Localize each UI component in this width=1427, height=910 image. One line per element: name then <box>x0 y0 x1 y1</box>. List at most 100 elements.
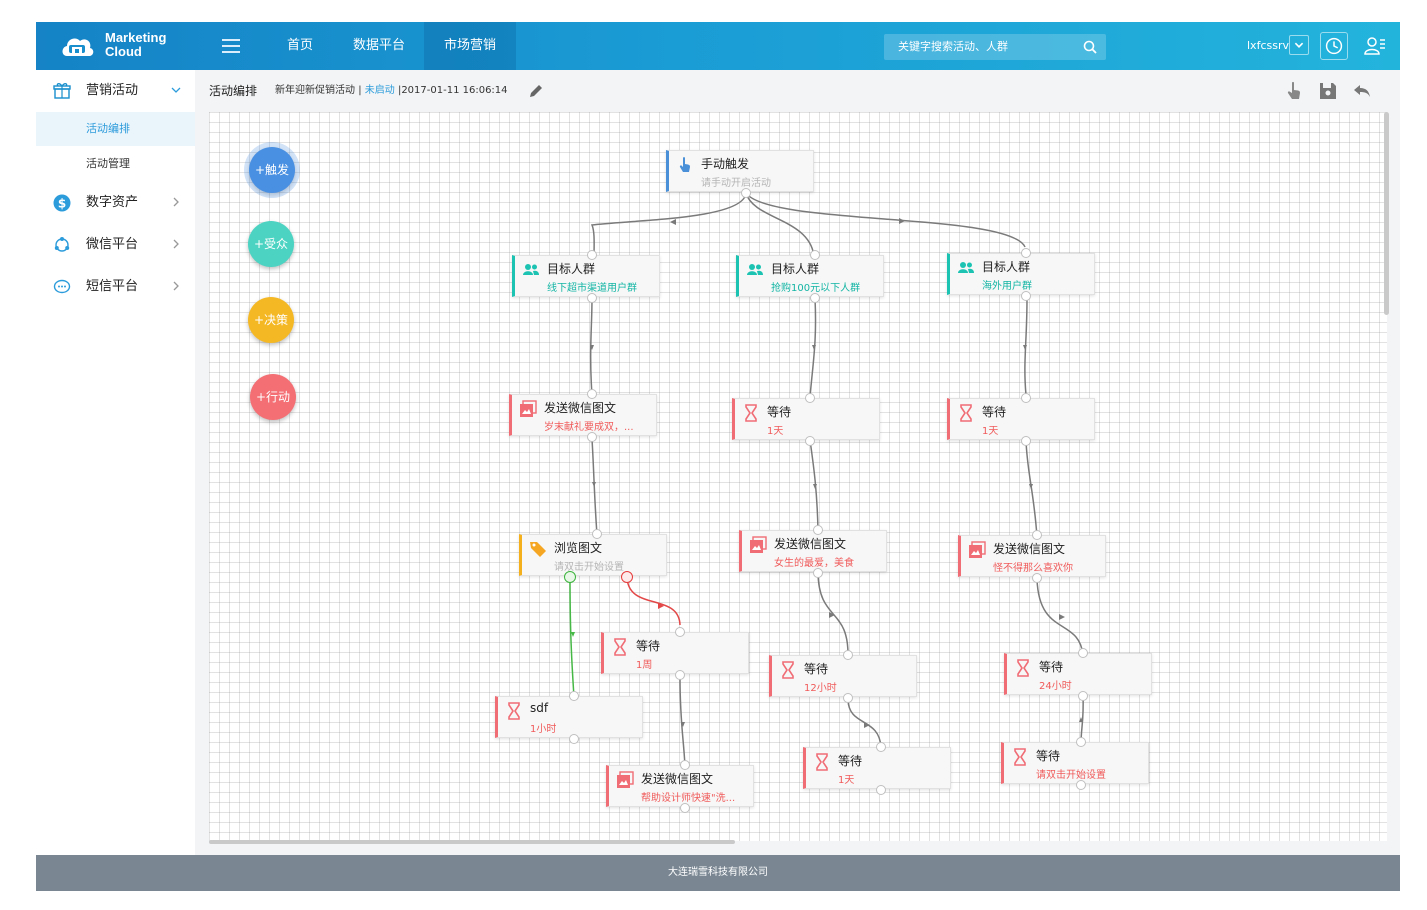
node-output-port[interactable] <box>1021 291 1031 301</box>
node-output-port[interactable] <box>813 568 823 578</box>
undo-arrow-icon[interactable] <box>1351 80 1373 102</box>
node-title: 等待 <box>804 662 829 676</box>
node-output-port[interactable] <box>675 670 685 680</box>
pencil-icon[interactable] <box>527 82 545 100</box>
separator: | <box>397 85 402 96</box>
node-subtitle: 海外用户群 <box>982 281 1032 292</box>
node-input-port[interactable] <box>592 529 602 539</box>
node-input-port[interactable] <box>587 389 597 399</box>
node-output-port[interactable] <box>1021 436 1031 446</box>
chevron-down-icon[interactable] <box>1289 35 1309 55</box>
search-icon[interactable] <box>1082 39 1098 55</box>
node-input-port[interactable] <box>680 760 690 770</box>
node-output-port[interactable] <box>680 803 690 813</box>
sidebar-item-activity-management[interactable]: 活动管理 <box>86 157 130 170</box>
sidebar-group-digital-assets[interactable]: $ 数字资产 <box>36 182 195 222</box>
node-output-port[interactable] <box>1032 573 1042 583</box>
flow-node-audience-1[interactable]: 目标人群 线下超市渠道用户群 <box>512 255 660 297</box>
node-input-port[interactable] <box>810 250 820 260</box>
flow-node-send-wechat-4[interactable]: 发送微信图文 帮助设计师快速"洗... <box>606 765 754 807</box>
node-input-port[interactable] <box>569 691 579 701</box>
node-output-port[interactable] <box>741 188 751 198</box>
hamburger-menu-icon[interactable] <box>220 36 244 56</box>
node-subtitle: 帮助设计师快速"洗... <box>641 793 736 804</box>
node-output-port[interactable] <box>805 436 815 446</box>
node-input-port[interactable] <box>675 627 685 637</box>
node-output-port[interactable] <box>1076 780 1086 790</box>
sidebar-group-marketing[interactable]: 营销活动 <box>36 70 195 110</box>
add-trigger-button[interactable]: +触发 <box>249 147 295 193</box>
chevron-right-icon <box>173 239 179 249</box>
username[interactable]: lxfcssrv <box>1247 39 1289 52</box>
nav-marketing[interactable]: 市场营销 <box>424 22 516 70</box>
logo[interactable]: Marketing Cloud <box>56 28 196 64</box>
flow-node-wait-6[interactable]: 等待 1天 <box>803 747 951 789</box>
node-input-port[interactable] <box>1032 530 1042 540</box>
node-input-port[interactable] <box>876 742 886 752</box>
node-input-port[interactable] <box>813 525 823 535</box>
flow-node-send-wechat-3[interactable]: 发送微信图文 怪不得那么喜欢你 <box>958 535 1106 577</box>
separator: | <box>358 85 362 96</box>
node-output-port[interactable] <box>810 293 820 303</box>
node-output-port[interactable] <box>1078 691 1088 701</box>
activity-name: 新年迎新促销活动 <box>275 85 355 96</box>
node-subtitle: 女生的最爱，美食 <box>774 558 854 569</box>
node-input-port[interactable] <box>587 250 597 260</box>
hourglass-icon <box>614 638 626 656</box>
flow-node-send-wechat-2[interactable]: 发送微信图文 女生的最爱，美食 <box>739 530 887 572</box>
save-icon[interactable] <box>1317 80 1339 102</box>
node-input-port[interactable] <box>1021 248 1031 258</box>
horizontal-scrollbar[interactable] <box>209 840 735 844</box>
flow-node-send-wechat-1[interactable]: 发送微信图文 岁末献礼要成双，... <box>509 394 657 436</box>
flow-node-audience-2[interactable]: 目标人群 抢购100元以下人群 <box>736 255 884 297</box>
nav-home[interactable]: 首页 <box>286 38 313 53</box>
sidebar-group-wechat[interactable]: 微信平台 <box>36 224 195 264</box>
flow-node-trigger[interactable]: 手动触发 请手动开启活动 <box>666 150 814 192</box>
node-input-port[interactable] <box>1021 393 1031 403</box>
node-subtitle: 12小时 <box>804 683 837 694</box>
chevron-right-icon <box>173 281 179 291</box>
vertical-scrollbar[interactable] <box>1384 112 1389 315</box>
image-gallery-icon <box>520 400 537 417</box>
no-output-port[interactable] <box>621 571 633 583</box>
flow-node-wait-7[interactable]: 等待 请双击开始设置 <box>1001 742 1149 784</box>
node-input-port[interactable] <box>805 393 815 403</box>
search-box[interactable]: 关键字搜索活动、人群 <box>884 34 1106 60</box>
hand-pointer-icon[interactable] <box>1283 80 1305 102</box>
user-settings-icon[interactable] <box>1361 32 1389 60</box>
flow-node-sdf[interactable]: sdf 1小时 <box>495 696 643 738</box>
flow-node-browse-article[interactable]: 浏览图文 请双击开始设置 <box>519 534 667 576</box>
add-audience-button[interactable]: +受众 <box>248 221 294 267</box>
node-output-port[interactable] <box>569 734 579 744</box>
sidebar-group-sms[interactable]: 短信平台 <box>36 266 195 306</box>
nav-data-platform[interactable]: 数据平台 <box>352 38 405 53</box>
connector <box>745 192 1026 248</box>
hourglass-icon <box>782 661 794 679</box>
search-input[interactable]: 关键字搜索活动、人群 <box>898 40 1008 53</box>
node-input-port[interactable] <box>843 650 853 660</box>
node-input-port[interactable] <box>1076 737 1086 747</box>
sidebar-item-activity-orchestration[interactable]: 活动编排 <box>36 112 195 146</box>
flow-node-wait-1[interactable]: 等待 1天 <box>732 398 880 440</box>
node-output-port[interactable] <box>587 432 597 442</box>
node-title: 目标人群 <box>771 262 820 276</box>
flow-node-wait-4[interactable]: 等待 12小时 <box>769 655 917 697</box>
hourglass-icon <box>1014 748 1026 766</box>
node-output-port[interactable] <box>876 785 886 795</box>
add-decision-button[interactable]: +决策 <box>248 297 294 343</box>
flow-canvas[interactable]: +触发 +受众 +决策 +行动 手动触发 请手动开启活动 目标人群 线下超市渠道… <box>209 112 1387 841</box>
clock-icon[interactable] <box>1320 32 1348 60</box>
flow-node-wait-5[interactable]: 等待 24小时 <box>1004 653 1152 695</box>
connector-yes <box>569 575 575 698</box>
add-action-button[interactable]: +行动 <box>250 374 296 420</box>
flow-node-wait-3[interactable]: 等待 1周 <box>601 632 749 674</box>
node-output-port[interactable] <box>587 293 597 303</box>
connector <box>745 192 815 257</box>
connector <box>809 297 817 398</box>
connector <box>590 192 747 257</box>
flow-node-audience-3[interactable]: 目标人群 海外用户群 <box>947 253 1095 295</box>
yes-output-port[interactable] <box>564 571 576 583</box>
node-input-port[interactable] <box>1078 648 1088 658</box>
flow-node-wait-2[interactable]: 等待 1天 <box>947 398 1095 440</box>
node-output-port[interactable] <box>843 693 853 703</box>
